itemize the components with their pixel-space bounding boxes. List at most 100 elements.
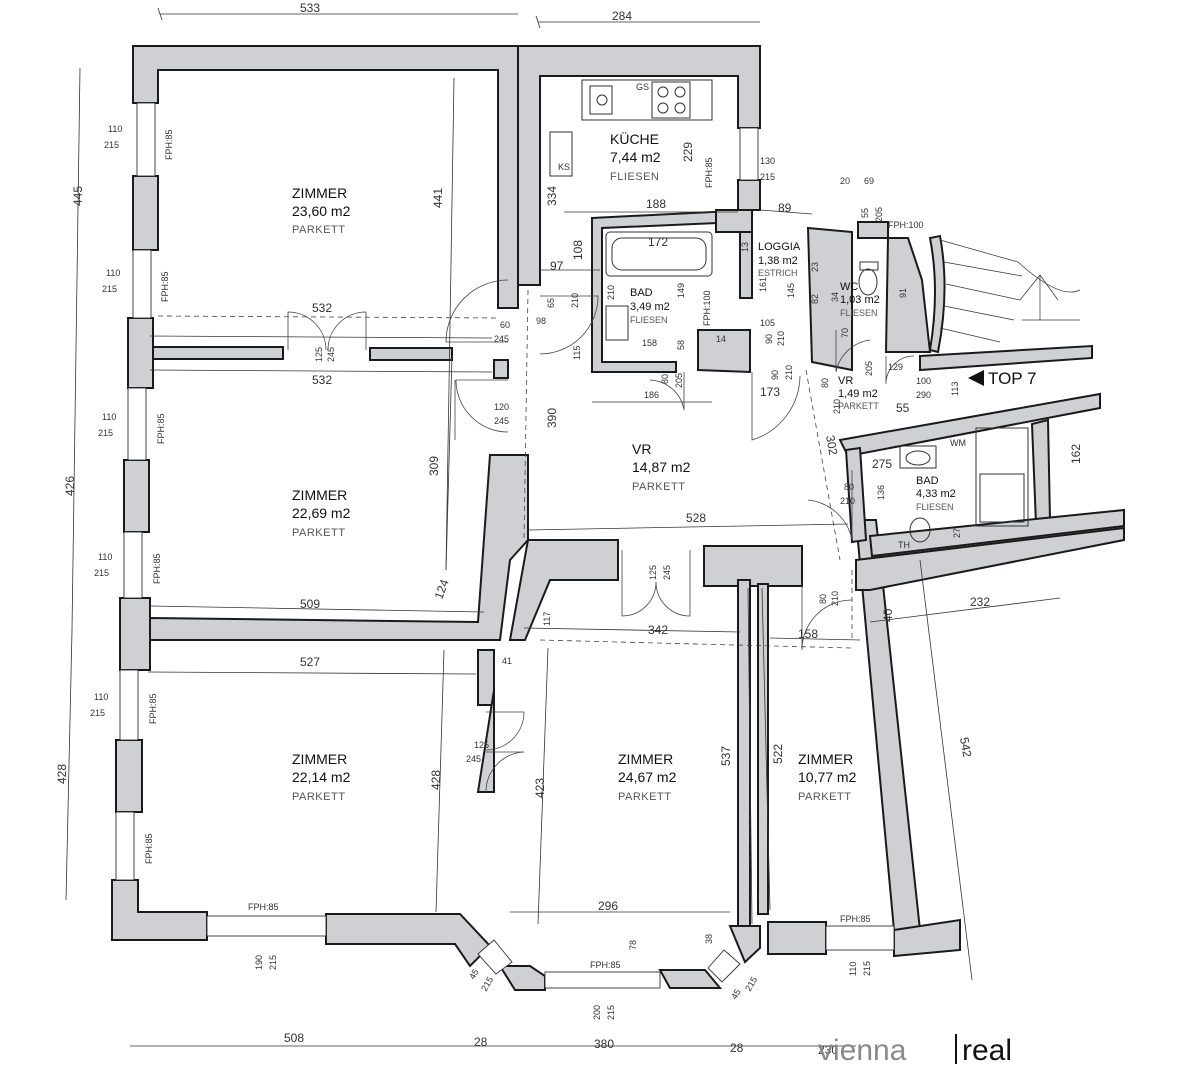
staircase: [939, 239, 1081, 343]
wall-vr-bottom-left: [508, 539, 619, 641]
wall-kitchen-right: [737, 179, 761, 211]
dim-90-b: 90: [770, 370, 780, 380]
fridge-icon: [549, 131, 573, 177]
dim-205-b: 205: [674, 373, 684, 388]
wall-bottom-bay-right: [658, 969, 723, 989]
room-zimmer-1: ZIMMER 23,60 m2 PARKETT: [292, 185, 351, 236]
room-area: 1,03 m2: [840, 294, 880, 306]
fph-12: FPH:100: [888, 220, 924, 230]
dim-117: 117: [542, 612, 552, 626]
bad2-washbasin-icon: [899, 445, 937, 469]
window-left-1: [136, 102, 156, 177]
win-110-5: 110: [94, 692, 108, 702]
dim-309: 309: [427, 456, 441, 476]
dim-23: 23: [810, 262, 820, 272]
room-bad-1: BAD 3,49 m2 FLIESEN: [630, 287, 670, 325]
room-zimmer-5: ZIMMER 10,77 m2 PARKETT: [798, 751, 857, 803]
fph-5: FPH:85: [148, 693, 158, 724]
dim-115: 115: [572, 346, 582, 360]
dim-210-d: 210: [784, 365, 794, 380]
dim-215-b3: 215: [479, 975, 495, 993]
wall-left-4: [119, 597, 151, 671]
room-area: 22,69 m2: [292, 505, 351, 521]
dim-522: 522: [771, 744, 785, 764]
dim-91: 91: [898, 288, 908, 298]
dim-190: 190: [254, 955, 264, 970]
dim-508: 508: [284, 1031, 304, 1045]
wall-corridor-small: [493, 359, 509, 379]
dim-215-b2: 215: [606, 1005, 616, 1020]
room-floor: PARKETT: [292, 527, 345, 539]
room-area: 14,87 m2: [632, 459, 691, 475]
room-wc: WC 1,03 m2 FLIESEN: [840, 281, 880, 318]
room-floor: FLIESEN: [610, 171, 659, 183]
window-left-3: [127, 387, 147, 461]
logo-divider: [955, 1034, 957, 1064]
dim-527: 527: [300, 655, 320, 669]
fph-6: FPH:85: [144, 833, 154, 864]
wall-bad1: [591, 208, 753, 373]
dimension-lines: [65, 7, 1061, 1047]
room-bad-2: BAD 4,33 m2 FLIESEN: [916, 475, 956, 512]
fph-10: FPH:85: [704, 157, 714, 188]
dim-172: 172: [648, 235, 668, 249]
room-floor: PARKETT: [838, 401, 879, 411]
dim-426: 426: [63, 476, 77, 496]
dim-229: 229: [681, 142, 695, 162]
dim-149: 149: [676, 283, 686, 298]
dim-125-c: 125: [474, 740, 489, 750]
wall-bottom-left: [325, 913, 492, 968]
room-floor: PARKETT: [798, 791, 851, 803]
dim-125-b: 125: [648, 565, 658, 580]
win-215-1: 215: [104, 140, 119, 150]
dim-532b: 532: [312, 373, 332, 387]
room-floor: PARKETT: [292, 224, 345, 236]
dim-230: 230: [818, 1043, 838, 1057]
dim-136: 136: [876, 485, 886, 500]
dim-100: 100: [916, 376, 931, 386]
dim-296: 296: [598, 899, 618, 913]
fph-2: FPH:85: [160, 271, 170, 302]
ks-label: KS: [558, 162, 570, 172]
logo-text-right: real: [962, 1034, 1012, 1067]
room-name: ZIMMER: [292, 185, 347, 201]
walls: [111, 45, 1125, 991]
dim-40: 40: [881, 608, 895, 622]
dim-210-c: 210: [776, 331, 786, 346]
dim-124: 124: [432, 577, 452, 601]
dim-542: 542: [957, 736, 974, 758]
dim-20: 20: [840, 176, 850, 186]
dim-210-g: 210: [830, 591, 840, 606]
win-110-2: 110: [106, 268, 120, 278]
fph-3: FPH:85: [156, 413, 166, 444]
dim-80-d: 80: [818, 594, 828, 604]
dim-41: 41: [502, 656, 512, 666]
dim-80-c: 80: [844, 482, 854, 492]
room-floor: PARKETT: [632, 481, 685, 493]
dim-215-b4: 215: [743, 975, 759, 993]
room-area: 7,44 m2: [610, 149, 661, 165]
unit-label: TOP 7: [988, 369, 1037, 388]
win-110-3: 110: [102, 412, 116, 422]
dim-145: 145: [786, 283, 796, 298]
dim-55-a: 55: [860, 208, 870, 218]
dim-120: 120: [494, 402, 509, 412]
room-name: ZIMMER: [798, 751, 853, 767]
dim-80-b: 80: [820, 378, 830, 388]
dim-533: 533: [300, 1, 320, 15]
dim-14: 14: [716, 334, 726, 344]
dim-428-left: 428: [55, 764, 69, 784]
dim-173: 173: [760, 385, 780, 399]
win-215-4: 215: [94, 568, 109, 578]
room-name: BAD: [630, 287, 653, 299]
dim-162: 162: [1069, 444, 1083, 464]
room-floor: FLIESEN: [840, 308, 878, 318]
dim-28b: 28: [730, 1041, 744, 1055]
room-name: LOGGIA: [758, 241, 801, 253]
wall-v-mid: [477, 649, 495, 706]
dim-390: 390: [545, 408, 559, 428]
dim-210-b: 210: [606, 285, 616, 300]
unit-marker: TOP 7: [968, 369, 1037, 388]
wall-bad2-bottom2: [855, 526, 1125, 591]
